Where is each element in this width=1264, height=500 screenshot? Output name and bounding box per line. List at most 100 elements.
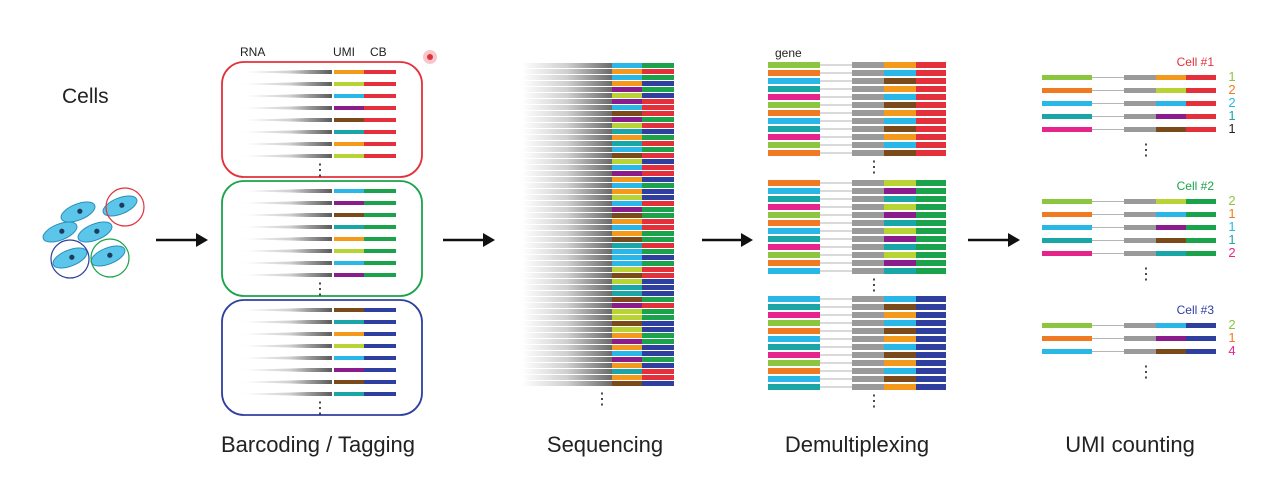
- umi-segment: [612, 207, 642, 212]
- read-segment: [852, 228, 884, 234]
- umi-count: 2: [1228, 193, 1235, 208]
- cell-barcode-segment: [642, 213, 674, 218]
- cell-barcode-segment: [642, 75, 674, 80]
- sequencing-read: [522, 261, 612, 266]
- cell-icon: [42, 221, 78, 243]
- read-segment: [852, 352, 884, 358]
- read-segment: [1124, 75, 1156, 80]
- umi-segment: [612, 321, 642, 326]
- umi-segment: [334, 332, 364, 336]
- barcoding-stage-label: Barcoding / Tagging: [221, 432, 415, 457]
- read-segment: [852, 260, 884, 266]
- arrow-icon: [702, 233, 753, 247]
- rna-read: [238, 368, 332, 372]
- umi-segment: [334, 70, 364, 74]
- umi-segment: [334, 130, 364, 134]
- umi-segment: [612, 375, 642, 380]
- cell-barcode-segment: [916, 212, 946, 218]
- cell-barcode-segment: [364, 368, 396, 372]
- umi-segment: [1156, 212, 1186, 217]
- cell-barcode-segment: [1186, 336, 1216, 341]
- umi-segment: [612, 303, 642, 308]
- cell-barcode-segment: [364, 82, 396, 86]
- umi-segment: [884, 384, 916, 390]
- ellipsis-icon: ⋮: [312, 162, 328, 179]
- cell-nucleus: [107, 252, 113, 258]
- read-segment: [852, 118, 884, 124]
- cell-barcode-segment: [916, 110, 946, 116]
- umi-count: 1: [1228, 121, 1235, 136]
- umi-segment: [334, 368, 364, 372]
- cell-barcode-segment: [916, 134, 946, 140]
- cell-barcode-segment: [642, 375, 674, 380]
- gene-segment: [768, 268, 820, 274]
- cell-icon: [52, 247, 88, 269]
- sequencing-read: [522, 339, 612, 344]
- gene-segment: [768, 150, 820, 156]
- sequencing-read: [522, 327, 612, 332]
- umi-segment: [612, 369, 642, 374]
- umi-segment: [1156, 225, 1186, 230]
- umi-count: 1: [1228, 69, 1235, 84]
- cell-barcode-segment: [642, 165, 674, 170]
- sequencing-read: [522, 369, 612, 374]
- umi-segment: [612, 297, 642, 302]
- umi-count: 1: [1228, 330, 1235, 345]
- cell-barcode-segment: [642, 261, 674, 266]
- umi-segment: [612, 273, 642, 278]
- cell-barcode-segment: [642, 357, 674, 362]
- sequencing-read: [522, 273, 612, 278]
- rna-read: [238, 392, 332, 396]
- arrow-icon: [443, 233, 495, 247]
- umi-segment: [612, 351, 642, 356]
- gene-segment: [1042, 225, 1092, 230]
- cell-barcode-segment: [642, 147, 674, 152]
- umi-segment: [612, 225, 642, 230]
- cell-barcode-segment: [916, 312, 946, 318]
- cell-barcode-segment: [364, 189, 396, 193]
- read-segment: [1124, 199, 1156, 204]
- cell-barcode-segment: [642, 351, 674, 356]
- umi-segment: [612, 381, 642, 386]
- umi-segment: [612, 249, 642, 254]
- umi-segment: [334, 106, 364, 110]
- read-segment: [1124, 349, 1156, 354]
- cell-barcode-segment: [916, 228, 946, 234]
- cell-barcode-segment: [642, 201, 674, 206]
- umi-segment: [612, 159, 642, 164]
- cell-barcode-segment: [1186, 212, 1216, 217]
- read-segment: [852, 328, 884, 334]
- umi-segment: [612, 195, 642, 200]
- cell-barcode-segment: [642, 117, 674, 122]
- umi-segment: [884, 70, 916, 76]
- sequencing-read: [522, 87, 612, 92]
- gene-segment: [768, 134, 820, 140]
- cell-barcode-segment: [916, 236, 946, 242]
- umi-count: 1: [1228, 232, 1235, 247]
- sequencing-read: [522, 177, 612, 182]
- umi-cell-title: Cell #1: [1177, 55, 1215, 69]
- umi-segment: [612, 63, 642, 68]
- sequencing-read: [522, 303, 612, 308]
- sequencing-read: [522, 165, 612, 170]
- umi-segment: [612, 237, 642, 242]
- gene-segment: [768, 344, 820, 350]
- cell-barcode-segment: [1186, 323, 1216, 328]
- read-segment: [852, 142, 884, 148]
- umi-count: 4: [1228, 343, 1235, 358]
- read-segment: [852, 368, 884, 374]
- umi-segment: [612, 81, 642, 86]
- ellipsis-icon: ⋮: [312, 281, 328, 298]
- sequencing-read: [522, 141, 612, 146]
- cell-barcode-segment: [364, 320, 396, 324]
- umi-segment: [612, 123, 642, 128]
- read-segment: [852, 102, 884, 108]
- cell-barcode-segment: [642, 171, 674, 176]
- cell-barcode-segment: [642, 123, 674, 128]
- umi-segment: [612, 117, 642, 122]
- cell-barcode-segment: [642, 93, 674, 98]
- ellipsis-icon: ⋮: [1138, 142, 1154, 159]
- gene-segment: [768, 62, 820, 68]
- gene-segment: [768, 252, 820, 258]
- sequencing-read: [522, 363, 612, 368]
